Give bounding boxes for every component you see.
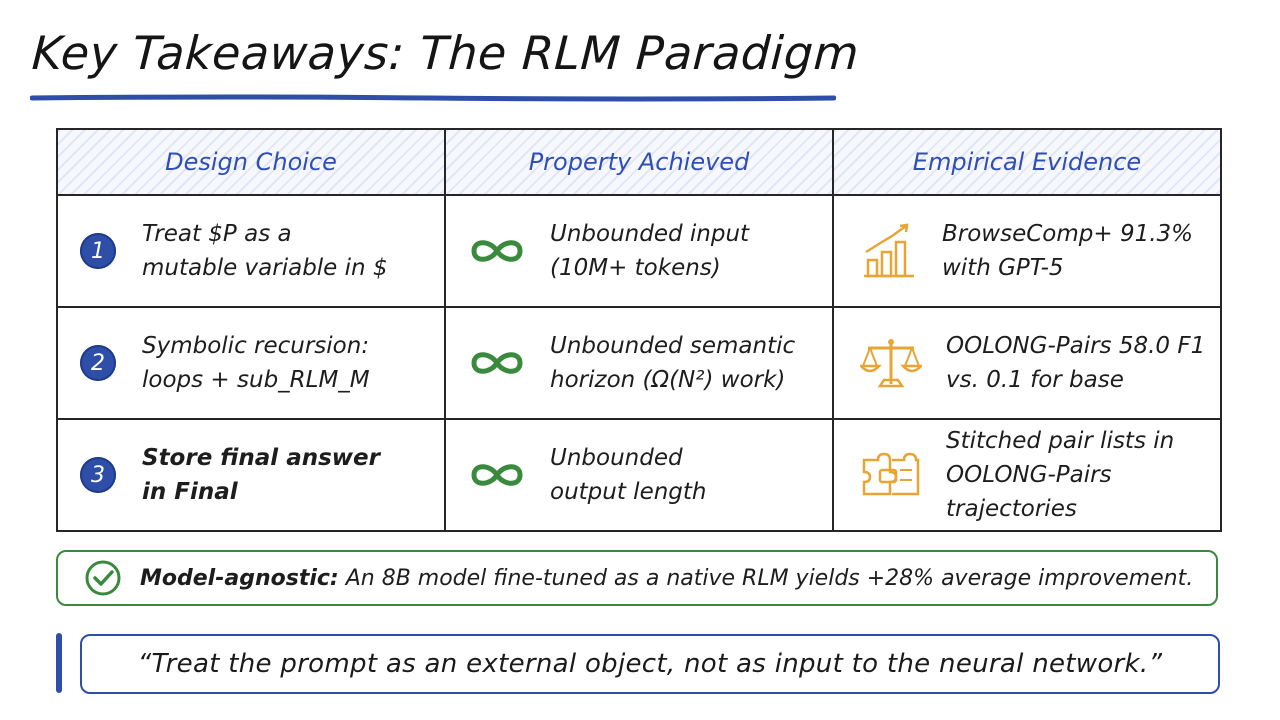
header-empirical-evidence: Empirical Evidence xyxy=(832,128,1222,196)
table-row: 3 Store final answer in Final Unboun xyxy=(56,418,1222,532)
table-header-row: Design Choice Property Achieved Empirica… xyxy=(56,128,1222,196)
property-cell: Unbounded input (10M+ tokens) xyxy=(444,194,834,308)
model-agnostic-callout: Model-agnostic: An 8B model fine-tuned a… xyxy=(56,550,1218,606)
design-cell: 2 Symbolic recursion: loops + sub_RLM_M xyxy=(56,306,446,420)
property-cell: Unbounded output length xyxy=(444,418,834,532)
evidence-cell: OOLONG-Pairs 58.0 F1 vs. 0.1 for base xyxy=(832,306,1222,420)
callout-label: Model-agnostic: xyxy=(140,565,339,591)
infinity-icon xyxy=(468,348,526,378)
design-cell: 1 Treat $P as a mutable variable in $ xyxy=(56,194,446,308)
design-text: Store final answer in Final xyxy=(142,445,380,505)
callout-body: An 8B model fine-tuned as a native RLM y… xyxy=(338,565,1194,591)
takeaways-table: Design Choice Property Achieved Empirica… xyxy=(56,128,1222,532)
evidence-text: Stitched pair lists in OOLONG-Pairs traj… xyxy=(946,428,1175,522)
header-property-achieved: Property Achieved xyxy=(444,128,834,196)
puzzle-pieces-icon xyxy=(860,450,922,500)
number-badge: 3 xyxy=(80,457,116,493)
quote-box: “Treat the prompt as an external object,… xyxy=(80,634,1220,694)
number-badge: 1 xyxy=(80,233,116,269)
design-cell: 3 Store final answer in Final xyxy=(56,418,446,532)
property-cell: Unbounded semantic horizon (Ω(N²) work) xyxy=(444,306,834,420)
balance-scale-icon xyxy=(860,334,922,392)
table-row: 2 Symbolic recursion: loops + sub_RLM_M xyxy=(56,306,1222,420)
table-row: 1 Treat $P as a mutable variable in $ xyxy=(56,194,1222,308)
design-text: Symbolic recursion: loops + sub_RLM_M xyxy=(142,333,370,393)
evidence-text: OOLONG-Pairs 58.0 F1 vs. 0.1 for base xyxy=(946,333,1206,393)
quote-accent-bar xyxy=(56,633,62,693)
callout-text: Model-agnostic: An 8B model fine-tuned a… xyxy=(140,566,1193,591)
quote-text: “Treat the prompt as an external object,… xyxy=(137,649,1163,679)
property-text: Unbounded input (10M+ tokens) xyxy=(550,221,750,281)
evidence-cell: BrowseComp+ 91.3% with GPT-5 xyxy=(832,194,1222,308)
evidence-cell: Stitched pair lists in OOLONG-Pairs traj… xyxy=(832,418,1222,532)
header-design-choice: Design Choice xyxy=(56,128,446,196)
infinity-icon xyxy=(468,460,526,490)
bar-chart-growth-icon xyxy=(860,222,918,280)
evidence-text: BrowseComp+ 91.3% with GPT-5 xyxy=(942,221,1194,281)
property-text: Unbounded output length xyxy=(550,445,707,505)
property-text: Unbounded semantic horizon (Ω(N²) work) xyxy=(550,333,796,393)
design-text: Treat $P as a mutable variable in $ xyxy=(142,221,388,281)
slide-title: Key Takeaways: The RLM Paradigm xyxy=(30,26,861,80)
infinity-icon xyxy=(468,236,526,266)
check-circle-icon xyxy=(84,559,122,597)
title-underline xyxy=(30,94,836,102)
number-badge: 2 xyxy=(80,345,116,381)
